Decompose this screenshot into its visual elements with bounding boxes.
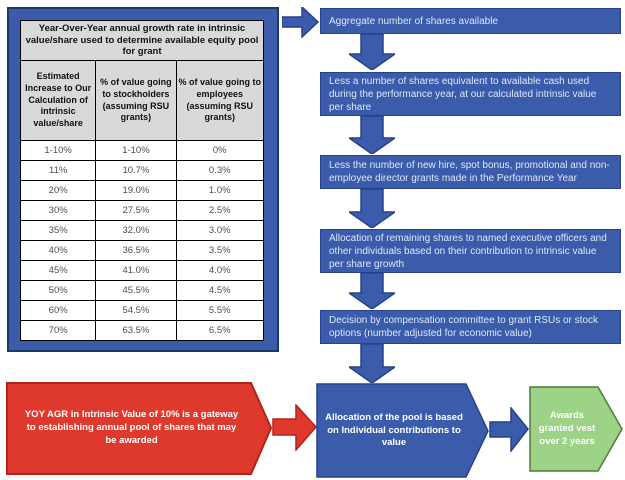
table-cell: 60% [19, 300, 97, 321]
table-cell: 11% [19, 160, 97, 181]
flow-step-aggregate-shares: Aggregate number of shares available [320, 8, 621, 34]
table-cell: 50% [19, 280, 97, 301]
right-arrow-table-to-flow [282, 7, 319, 38]
table-row: 1-10%1-10%0% [19, 140, 265, 161]
table-row: 50%45.5%4.5% [19, 280, 265, 301]
down-arrow-1 [349, 34, 395, 70]
table-cell: 6.5% [175, 320, 265, 341]
right-arrow-blue [489, 407, 529, 452]
flow-step-less-new-hire-grants: Less the number of new hire, spot bonus,… [320, 155, 621, 189]
table-row: 60%54.5%5.5% [19, 300, 265, 321]
flow-step-label: Less a number of shares equivalent to av… [329, 75, 597, 113]
table-title-row: Year-Over-Year annual growth rate in int… [20, 20, 264, 61]
flow-step-label: Decision by compensation committee to gr… [329, 315, 598, 339]
growth-rate-table: Year-Over-Year annual growth rate in int… [19, 20, 265, 341]
down-arrow-4 [349, 273, 395, 309]
table-cell: 4.5% [175, 280, 265, 301]
growth-table-frame: Year-Over-Year annual growth rate in int… [7, 7, 279, 352]
down-arrow-3 [349, 189, 395, 228]
col-header-employees: % of value going to employees (assuming … [175, 60, 265, 141]
right-arrow-red [272, 404, 317, 451]
table-cell: 0% [175, 140, 265, 161]
table-cell: 54.5% [95, 300, 177, 321]
awards-pentagon-shape [529, 386, 623, 472]
table-cell: 27.5% [95, 200, 177, 221]
table-row: 35%32.0%3.0% [19, 220, 265, 241]
table-cell: 36.5% [95, 240, 177, 261]
table-row: 20%19.0%1.0% [19, 180, 265, 201]
flow-step-committee-decision: Decision by compensation committee to gr… [320, 310, 621, 344]
table-cell: 41.0% [95, 260, 177, 281]
pool-allocation-label: Allocation of the pool is based on Indiv… [325, 411, 463, 449]
table-row: 45%41.0%4.0% [19, 260, 265, 281]
table-cell: 20% [19, 180, 97, 201]
down-arrow-2 [349, 116, 395, 154]
col-header-stockholders: % of value going to stockholders (assumi… [95, 60, 177, 141]
pool-allocation-shape [316, 383, 489, 478]
table-cell: 45.5% [95, 280, 177, 301]
table-cell: 19.0% [95, 180, 177, 201]
table-row: 30%27.5%2.5% [19, 200, 265, 221]
table-cell: 0.3% [175, 160, 265, 181]
flow-step-label: Aggregate number of shares available [329, 15, 498, 27]
table-row: 40%36.5%3.5% [19, 240, 265, 261]
col-header-intrinsic-increase: Estimated Increase to Our Calculation of… [19, 60, 97, 141]
table-cell: 1-10% [19, 140, 97, 161]
flow-step-label: Allocation of remaining shares to named … [329, 232, 607, 270]
awards-pentagon: Awards granted vest over 2 years [529, 386, 624, 473]
flow-step-label: Less the number of new hire, spot bonus,… [329, 160, 610, 184]
table-cell: 1.0% [175, 180, 265, 201]
table-cell: 35% [19, 220, 97, 241]
gateway-pentagon-shape [6, 382, 273, 475]
flow-step-less-cash-equivalent: Less a number of shares equivalent to av… [320, 72, 621, 116]
table-row: 70%63.5%6.5% [19, 320, 265, 341]
gateway-label: YOY AGR in Intrinsic Value of 10% is a g… [24, 409, 239, 446]
pool-allocation-pentagon: Allocation of the pool is based on Indiv… [316, 383, 490, 479]
table-cell: 3.0% [175, 220, 265, 241]
table-title: Year-Over-Year annual growth rate in int… [20, 20, 264, 61]
table-cell: 45% [19, 260, 97, 281]
table-cell: 63.5% [95, 320, 177, 341]
table-cell: 10.7% [95, 160, 177, 181]
gateway-pentagon: YOY AGR in Intrinsic Value of 10% is a g… [6, 382, 273, 475]
table-cell: 40% [19, 240, 97, 261]
table-cell: 30% [19, 200, 97, 221]
table-cell: 70% [19, 320, 97, 341]
table-cell: 32.0% [95, 220, 177, 241]
table-row: 11%10.7%0.3% [19, 160, 265, 181]
table-cell: 2.5% [175, 200, 265, 221]
table-cell: 3.5% [175, 240, 265, 261]
table-header-row: Estimated Increase to Our Calculation of… [19, 60, 265, 141]
growth-table-panel: Year-Over-Year annual growth rate in int… [19, 20, 265, 341]
table-cell: 4.0% [175, 260, 265, 281]
table-cell: 1-10% [95, 140, 177, 161]
down-arrow-5 [349, 344, 395, 383]
table-cell: 5.5% [175, 300, 265, 321]
growth-table-body: 1-10%1-10%0%11%10.7%0.3%20%19.0%1.0%30%2… [19, 140, 265, 341]
awards-label: Awards granted vest over 2 years [538, 410, 596, 447]
flow-step-allocation-remaining-shares: Allocation of remaining shares to named … [320, 229, 621, 273]
